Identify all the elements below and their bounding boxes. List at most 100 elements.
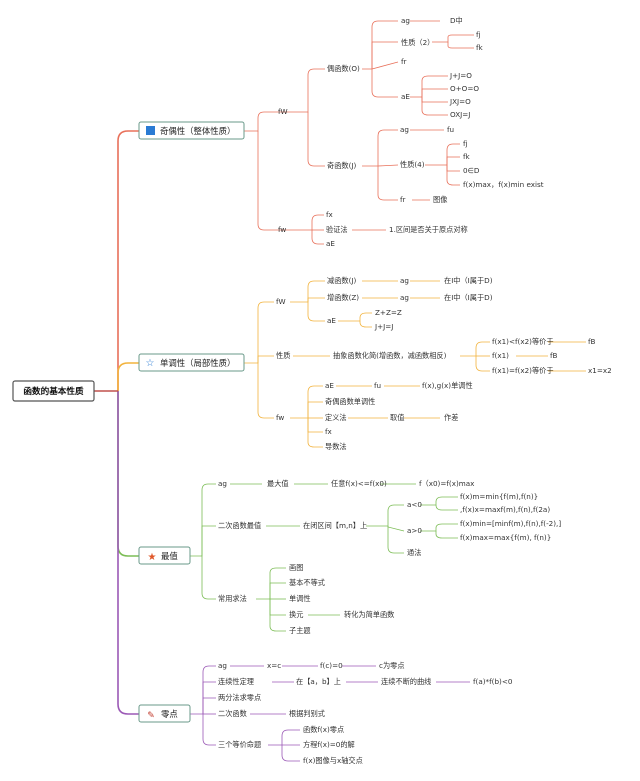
ext-pass: 通法 [407,548,421,557]
trunk-extremum-connector [117,391,139,557]
zero-fab: f(a)*f(b)<0 [473,677,513,686]
ext-method-4-value: 转化为简单函数 [344,610,394,619]
mono-property: 性质 [276,351,290,360]
zero-equiv-1: 函数f(x)零点 [303,725,344,734]
ext-an2: ,f(x)x=maxf(m),f(n),f(2a) [460,505,550,514]
ext-quadratic: 二次函数最值 [218,521,261,530]
branch-zero [190,665,470,762]
ext-method-5: 子主题 [289,626,311,635]
mono-derivative: 导数法 [325,442,347,451]
ext-max: 最大值 [267,479,289,488]
trunk-connectors [94,130,139,715]
branch-extremum [190,483,458,632]
even-e4: OXJ=J [450,110,470,119]
even-ag: ag [401,16,410,25]
odd-fr-value: 图像 [433,195,447,204]
odd-p2: fk [463,152,471,161]
odd-p3: 0∈D [463,166,480,175]
zero-quadratic: 二次函数 [218,709,247,718]
ext-method-3: 单调性 [289,594,311,603]
mono-parity-mono: 奇偶函数单调性 [325,397,375,406]
mono-c1: f(x1)<f(x2)等价于 [492,337,554,346]
even-property: 性质（2） [401,38,434,47]
node-zero[interactable]: ✎ 零点 [138,704,191,723]
even-function: 偶函数(O) [327,64,360,73]
mono-decreasing: 减函数(J) [327,276,356,285]
zero-x-eq-c: x=c [267,661,281,670]
zero-c-is: c为零点 [379,661,405,670]
mono-m-aE: aE [325,381,334,390]
zero-on-interval: 在【a，b】上 [296,677,341,686]
branch-extremum-title: 最值 [161,551,178,561]
trunk-zero-connector [117,391,139,715]
mono-dec-value: 在I中（I属于D) [444,276,493,285]
parity-fx: fx [326,210,334,219]
flag-icon [146,126,155,135]
zero-curve: 连续不断的曲线 [381,677,431,686]
mono-fw: fw [276,413,284,422]
mono-aE1: Z+Z=Z [375,308,402,317]
odd-p1: fj [463,139,468,148]
ext-a-negative: a<0 [407,500,422,509]
ext-an1: f(x)m=min{f(m),f(n)} [460,492,538,501]
mono-diff: 作差 [444,413,458,422]
mono-c2: f(x1) [492,351,509,360]
mono-definition: 定义法 [325,413,347,422]
parity-fW: fW [278,107,288,116]
magic-wand-icon: ✎ [147,711,155,721]
zero-discriminant: 根据判别式 [289,709,325,718]
odd-ag: ag [400,125,409,134]
node-monotonic[interactable]: ☆ 单调性（局部性质） [138,353,245,372]
ext-interval: 在闭区间【m,n】上 [303,521,367,530]
even-e1: J+J=O [449,71,472,80]
ext-condition: 任意f(x)<=f(x0) [331,479,387,488]
ext-method-4: 换元 [289,610,303,619]
mono-m-fu: fu [374,381,381,390]
trunk-parity-connector [117,130,139,391]
ext-ag: ag [218,479,227,488]
parity-verify: 验证法 [326,225,348,234]
mono-dec-ag: ag [400,276,409,285]
mono-m-fu-value: f(x),g(x)单调性 [422,381,473,390]
node-parity[interactable]: 奇偶性（整体性质） [138,121,245,140]
ext-ap1: f(x)min=[minf(m),f(n),f(-2),] [460,519,561,528]
branch-parity-title: 奇偶性（整体性质） [160,126,235,136]
mono-increasing: 增函数(Z) [327,293,359,302]
parity-aE: aE [326,239,335,248]
root-title: 函数的基本性质 [23,385,84,397]
even-ag-value: D中 [450,16,463,25]
ext-a-positive: a>0 [407,526,422,535]
even-e2: O+O=O [450,84,479,93]
root-node[interactable]: 函数的基本性质 [12,380,95,402]
odd-p4: f(x)max，f(x)min exist [463,180,544,189]
mono-aE2: J+J=J [374,322,393,331]
even-aE: aE [401,92,410,101]
mono-fW: fW [276,297,286,306]
ext-ap2: f(x)max=max{f(m), f(n)} [460,533,551,542]
branch-zero-title: 零点 [161,709,178,719]
even-e3: JXJ=O [449,97,471,106]
zero-continuity: 连续性定理 [218,677,254,686]
branch-monotonic [244,280,586,448]
mono-take: 取值 [390,413,404,422]
mono-property-value: 抽象函数化简(增函数，减函数相反) [333,351,447,360]
star-outline-icon: ☆ [146,358,155,369]
zero-three-propositions: 三个等价命题 [218,740,261,749]
odd-function: 奇函数(J) [327,161,356,170]
even-p1: fj [476,30,481,39]
branch-parity [244,20,474,245]
mono-c3: f(x1)=f(x2)等价于 [492,366,554,375]
parity-verify-step: 1.区间是否关于原点对称 [389,225,468,234]
mono-inc-value: 在I中（I属于D) [444,293,493,302]
ext-method-2: 基本不等式 [289,578,325,587]
odd-fr: fr [400,195,406,204]
mono-inc-ag: ag [400,293,409,302]
node-extremum[interactable]: ★ 最值 [138,546,191,565]
mono-aE: aE [327,316,336,325]
zero-equiv-3: f(x)图像与x轴交点 [303,756,363,765]
mono-c2-result: fB [550,351,558,360]
odd-ag-value: fu [447,125,454,134]
branch-monotonic-title: 单调性（局部性质） [160,358,235,368]
parity-fw: fw [278,225,286,234]
ext-common-methods: 常用求法 [218,594,247,603]
